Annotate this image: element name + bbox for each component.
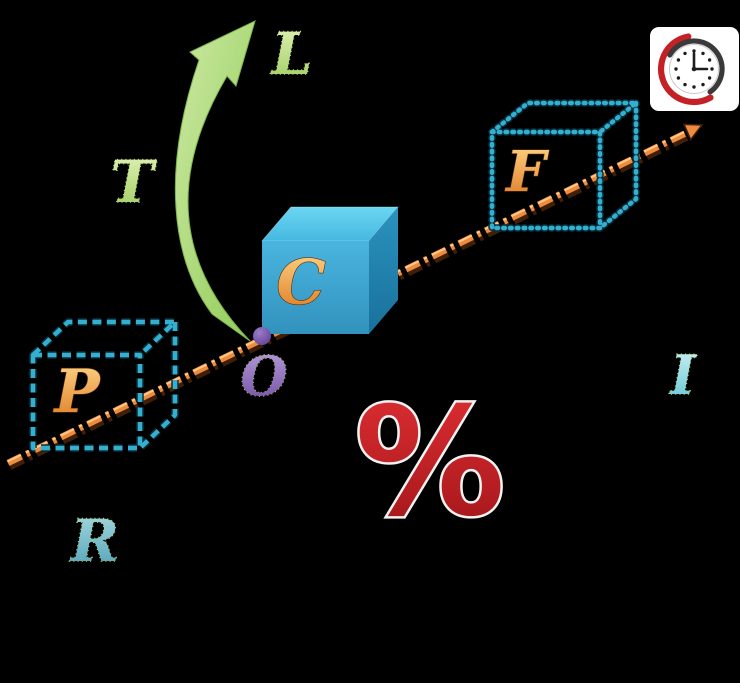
label-center-cube: C [276,246,325,319]
arrowhead-icon [682,123,704,142]
clock-icon [650,27,739,111]
curve-arrow [174,20,256,342]
label-curve-arrow: T [110,148,157,216]
label-origin: O [240,344,287,408]
label-right-side: I [668,343,697,407]
label-left-cube: P [52,357,101,427]
origin-sphere [253,327,271,345]
wire-cube-past [29,318,179,452]
wire-cube-future [488,99,640,232]
percent-symbol: % [355,376,505,550]
clock-hour-marks [674,49,714,89]
solid-cube-current [261,206,399,334]
label-top: L [270,20,313,88]
label-right-cube: F [504,139,550,205]
label-bottom-left: R [69,507,119,575]
